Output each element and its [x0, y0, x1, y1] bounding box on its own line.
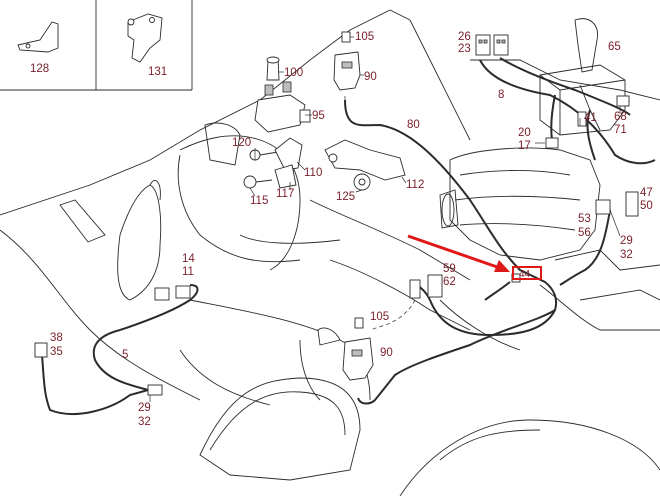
- callout-100: 100: [284, 67, 303, 79]
- inset-panels: [0, 0, 193, 91]
- connector-47-icon: [625, 191, 639, 217]
- connector-59-icon: [427, 274, 443, 298]
- callout-8: 8: [498, 89, 504, 101]
- highlight-arrowhead: [494, 260, 510, 272]
- transmission-housing: [439, 147, 601, 261]
- connector-62-icon: [409, 279, 421, 299]
- callout-29a: 29: [620, 235, 633, 247]
- leader-lines: [41, 36, 621, 402]
- callout-26: 26: [458, 31, 471, 43]
- connector-38-icon: [34, 342, 48, 358]
- switch-95-icon: [254, 94, 306, 133]
- switch-90a-icon: [333, 51, 361, 91]
- callout-32b: 32: [138, 416, 151, 428]
- highlight-box: [512, 266, 542, 280]
- callout-32a: 32: [620, 249, 633, 261]
- callout-68: 68: [614, 111, 627, 123]
- callout-5: 5: [122, 349, 128, 361]
- highlight-annotation: [407, 234, 542, 280]
- callout-112: 112: [406, 179, 424, 191]
- component-parts: [34, 31, 639, 396]
- connector-68-icon: [616, 95, 630, 107]
- callout-44: 44: [519, 269, 531, 280]
- bolt-115-icon: [243, 175, 257, 189]
- callout-53: 53: [578, 213, 591, 225]
- callout-105a: 105: [355, 31, 374, 43]
- callout-80: 80: [407, 119, 420, 131]
- callout-47: 47: [640, 187, 653, 199]
- callout-20: 20: [518, 127, 531, 139]
- connector-105a-icon: [341, 31, 351, 43]
- callout-90b: 90: [380, 347, 393, 359]
- bracket-128-icon: [17, 21, 59, 53]
- callout-105b: 105: [370, 311, 389, 323]
- callout-23: 23: [458, 43, 471, 55]
- callout-71: 71: [614, 124, 627, 136]
- callout-65: 65: [608, 41, 621, 53]
- callout-120: 120: [232, 137, 251, 149]
- connector-11-icon: [175, 285, 191, 299]
- callout-115: 115: [250, 195, 268, 207]
- bracket-112-icon: [324, 139, 406, 181]
- connector-14-icon: [154, 287, 170, 301]
- switch-90b-icon: [342, 337, 374, 381]
- connector-105b-icon: [354, 317, 364, 329]
- connector-26-icon: [475, 34, 491, 56]
- callout-56: 56: [578, 227, 591, 239]
- callout-95: 95: [312, 110, 325, 122]
- callout-125: 125: [336, 191, 355, 203]
- callout-29b: 29: [138, 402, 151, 414]
- bracket-131-icon: [127, 13, 163, 63]
- callout-17: 17: [518, 140, 531, 152]
- callout-59: 59: [443, 263, 456, 275]
- callout-38: 38: [50, 332, 63, 344]
- highlight-arrow: [407, 234, 501, 270]
- connector-20-icon: [545, 137, 559, 149]
- callout-62: 62: [443, 276, 456, 288]
- callout-35: 35: [50, 346, 63, 358]
- callout-50: 50: [640, 200, 653, 212]
- harness-wires: [41, 57, 656, 416]
- callout-11: 11: [182, 266, 194, 278]
- relay-41-icon: [577, 111, 587, 127]
- callout-110: 110: [304, 167, 322, 179]
- connector-23-icon: [493, 34, 509, 56]
- vehicle-body-outline: [0, 9, 660, 496]
- bracket-110-icon: [274, 137, 303, 171]
- callout-14: 14: [182, 253, 195, 265]
- dashed-leads: [344, 95, 416, 331]
- connector-29b-icon: [147, 384, 163, 396]
- callout-117: 117: [276, 188, 294, 200]
- callout-131: 131: [148, 66, 167, 78]
- callout-128: 128: [30, 63, 49, 75]
- callout-labels: 128 131 105 90 100 95 120 80 110 117 115…: [30, 31, 653, 428]
- sensor-53-icon: [595, 199, 611, 215]
- callout-41: 41: [584, 112, 597, 124]
- bracket-117-icon: [274, 164, 297, 189]
- callout-90a: 90: [364, 71, 377, 83]
